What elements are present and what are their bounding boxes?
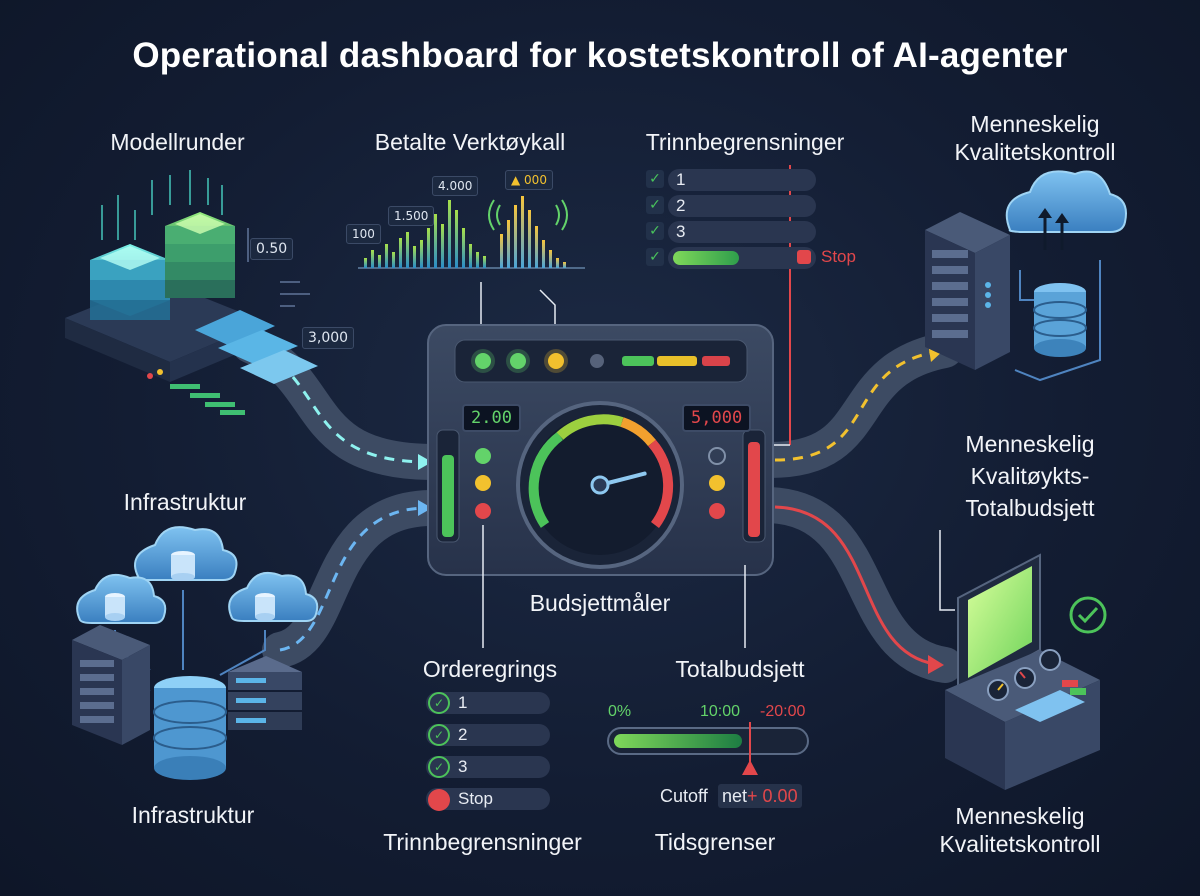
label-menneskelig-mid: Menneskelig Kvalitøykts- Totalbudsjett xyxy=(920,428,1140,524)
chart-label-d: ▲ 000 xyxy=(505,170,553,190)
chart-label-c: 4.000 xyxy=(432,176,479,196)
net-label: net xyxy=(722,786,748,806)
label-trinnbegrensninger-top: Trinnbegrensninger xyxy=(645,129,845,155)
step-label: 3 xyxy=(676,222,686,241)
step-label: 2 xyxy=(676,196,686,215)
checkmark-badge-icon xyxy=(1069,596,1107,634)
net-readout: net+ 0.00 xyxy=(718,784,802,808)
step-label: 2 xyxy=(458,725,468,744)
infrastructure-cloud-database-icon xyxy=(72,526,319,780)
step-row xyxy=(668,169,816,191)
label-budsjettmaler: Budsjettmåler xyxy=(529,590,671,616)
stop-label: Stop xyxy=(458,789,493,808)
label-line: Totalbudsjett xyxy=(965,495,1095,521)
check-icon: ✓ xyxy=(646,170,664,188)
chart-label-a: 100 xyxy=(346,224,381,244)
label-line: Kvalitetskontroll xyxy=(939,831,1101,857)
label-line: Menneskelig xyxy=(965,431,1095,457)
pipe-bottom-right xyxy=(752,487,963,683)
budget-scale-start: 0% xyxy=(608,703,632,720)
cloud-upload-icon xyxy=(1005,170,1127,382)
database-icon xyxy=(1033,283,1087,357)
tool-call-chart xyxy=(358,196,585,352)
check-icon: ✓ xyxy=(428,692,450,714)
label-menneskelig-top: Menneskelig Kvalitetskontroll xyxy=(925,110,1145,166)
right-readout: 5,000 xyxy=(682,404,752,432)
label-line: Kvalitøykts- xyxy=(970,463,1090,489)
model-value-a: 0.50 xyxy=(250,238,294,260)
budget-scale-mid: 10:00 xyxy=(700,703,741,720)
check-icon: ✓ xyxy=(428,724,450,746)
stop-icon xyxy=(428,789,450,811)
step-label: 1 xyxy=(458,693,468,712)
model-value-b: 3,000 xyxy=(302,327,355,349)
monitor-console-icon xyxy=(945,553,1100,790)
label-orderegrings: Orderegrings xyxy=(422,656,558,682)
pipe-bottom-left xyxy=(262,490,448,668)
step-label: 1 xyxy=(676,170,686,189)
label-tidsgrenser: Tidsgrenser xyxy=(654,829,776,855)
left-readout: 2.00 xyxy=(462,404,521,432)
chart-label-b: 1.500 xyxy=(388,206,435,226)
label-line: Menneskelig xyxy=(955,803,1085,829)
label-betalte-verktoykall: Betalte Verktøykall xyxy=(374,129,566,155)
label-line: Kvalitetskontroll xyxy=(954,139,1116,165)
label-totalbudsjett: Totalbudsjett xyxy=(675,656,805,682)
label-menneskelig-bottom: Menneskelig Kvalitetskontroll xyxy=(915,802,1125,858)
page-title: Operational dashboard for kostetskontrol… xyxy=(132,36,1068,75)
pipe-top-right xyxy=(752,332,963,478)
label-modellrunder: Modellrunder xyxy=(110,129,245,155)
net-value: + 0.00 xyxy=(747,786,798,806)
check-icon: ✓ xyxy=(646,222,664,240)
label-infrastruktur-mid: Infrastruktur xyxy=(123,489,247,515)
step-row xyxy=(426,724,550,746)
step-row xyxy=(668,195,816,217)
label-trinnbegrensninger-bottom: Trinnbegrensninger xyxy=(383,829,582,855)
model-server-stack-icon xyxy=(65,170,318,415)
step-row xyxy=(668,221,816,243)
check-icon: ✓ xyxy=(428,756,450,778)
step-row xyxy=(426,692,550,714)
budget-scale-end: -20:00 xyxy=(760,703,806,720)
stop-label: Stop xyxy=(821,247,856,266)
step-row xyxy=(426,756,550,778)
gauge-icon xyxy=(516,401,684,569)
check-icon: ✓ xyxy=(646,248,664,266)
step-row xyxy=(426,788,550,810)
step-progress-fill xyxy=(673,251,739,265)
label-line: Menneskelig xyxy=(970,111,1100,137)
cutoff-label: Cutoff xyxy=(660,786,708,806)
label-infrastruktur-bottom: Infrastruktur xyxy=(131,802,255,828)
total-budget-bar xyxy=(607,722,809,775)
step-label: 3 xyxy=(458,757,468,776)
human-qa-server-icon xyxy=(925,212,1010,370)
stop-indicator-icon xyxy=(797,250,811,264)
check-icon: ✓ xyxy=(646,196,664,214)
